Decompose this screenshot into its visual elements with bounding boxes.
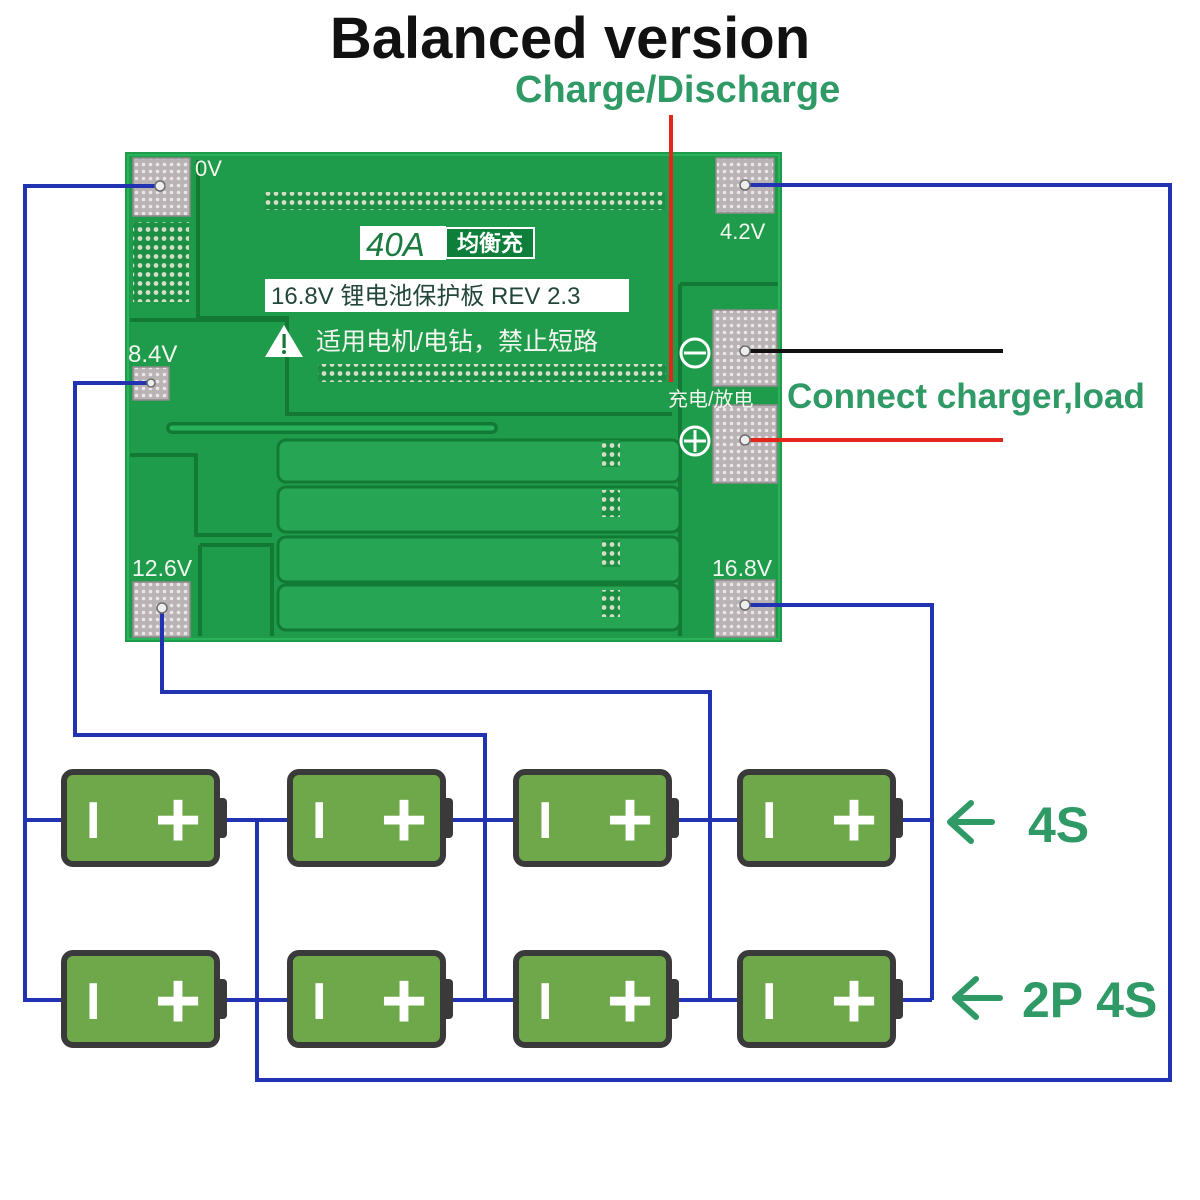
battery-cell: I + [61, 950, 227, 1048]
minus-terminal-label: I [312, 792, 326, 850]
minus-terminal-label: I [538, 792, 552, 850]
wire-terminal [154, 180, 166, 192]
pad-label-0v: 0V [195, 156, 222, 181]
wire-12-6v [160, 608, 740, 1002]
battery-cell: I + [287, 950, 453, 1048]
minus-terminal-label: I [312, 973, 326, 1031]
minus-symbol-icon [679, 337, 711, 369]
wire-4-2v [226, 183, 1172, 1082]
wire-0v [23, 184, 160, 1002]
charge-discharge-label: Charge/Discharge [515, 69, 840, 111]
via-column [133, 222, 189, 302]
connect-charger-label: Connect charger,load [787, 377, 1145, 416]
board-strip [276, 485, 682, 534]
wire-terminal [739, 345, 751, 357]
battery-cell: I + [737, 769, 903, 867]
wire-terminal [156, 602, 168, 614]
plus-symbol-icon [679, 425, 711, 457]
minus-terminal-label: I [86, 973, 100, 1031]
model-tag: 16.8V 锂电池保护板 REV 2.3 [265, 279, 629, 312]
battery-cell: I + [513, 950, 679, 1048]
battery-cell: I + [737, 950, 903, 1048]
config-label-2p4s: 2P 4S [1022, 972, 1157, 1028]
board-strip [276, 438, 682, 484]
model-label: 16.8V 锂电池保护板 REV 2.3 [271, 283, 580, 310]
pad-label-4-2v: 4.2V [720, 219, 766, 244]
minus-terminal-label: I [86, 792, 100, 850]
pad-label-8-4v: 8.4V [128, 341, 177, 368]
balance-tag: 均衡充 [457, 231, 523, 256]
battery-cell: I + [513, 769, 679, 867]
arrow-left-icon [947, 800, 995, 844]
plus-terminal-label: + [155, 956, 202, 1045]
via-row [318, 364, 666, 382]
port-label: 充电/放电 [668, 388, 754, 411]
battery-cell: I + [287, 769, 453, 867]
minus-terminal-label: I [538, 973, 552, 1031]
pad-16-8v [714, 579, 776, 638]
plus-terminal-label: + [607, 775, 654, 864]
wire-terminal [739, 434, 751, 446]
protection-board: 40A 均衡充 16.8V 锂电池保护板 REV 2.3 适用电机/电钻，禁止短… [125, 152, 782, 642]
via-column [602, 490, 620, 517]
current-rating: 40A [366, 226, 425, 263]
arrow-left-icon [952, 976, 1003, 1020]
pad-label-12-6v: 12.6V [132, 555, 193, 581]
minus-terminal-label: I [762, 973, 776, 1031]
plus-terminal-label: + [607, 956, 654, 1045]
warning-icon [265, 325, 303, 357]
via-column [602, 440, 620, 467]
config-label-4s: 4S [1028, 797, 1089, 853]
via-column [602, 590, 620, 617]
wire-terminal [146, 378, 156, 388]
plus-terminal-label: + [831, 775, 878, 864]
wire-16-8v [745, 603, 934, 1002]
board-strip [276, 583, 682, 632]
board-edge [127, 154, 780, 640]
wire-terminal [739, 179, 751, 191]
plus-terminal-label: + [831, 956, 878, 1045]
via-column [602, 540, 620, 567]
plus-terminal-label: + [155, 775, 202, 864]
board-strip [276, 535, 682, 584]
diagram-title: Balanced version [330, 6, 810, 71]
wire-terminal [739, 599, 751, 611]
pad-label-16-8v: 16.8V [712, 555, 773, 581]
wire-8-4v [73, 381, 516, 1002]
plus-terminal-label: + [381, 956, 428, 1045]
warning-text: 适用电机/电钻，禁止短路 [316, 328, 598, 356]
battery-cell: I + [61, 769, 227, 867]
board-trace [130, 453, 274, 636]
via-row [265, 192, 665, 210]
minus-terminal-label: I [762, 792, 776, 850]
plus-terminal-label: + [381, 775, 428, 864]
rating-tag: 40A 均衡充 [360, 226, 535, 263]
